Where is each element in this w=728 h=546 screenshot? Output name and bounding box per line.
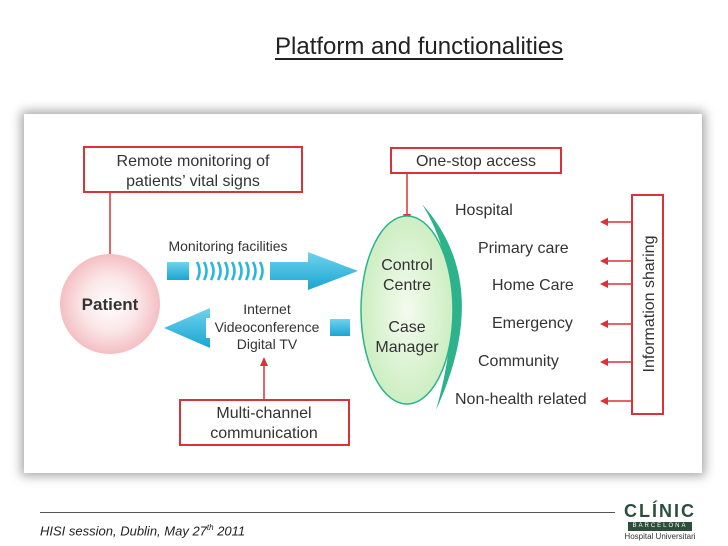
case-line2: Manager xyxy=(375,339,439,356)
control-ellipse xyxy=(360,215,454,405)
case-line1: Case xyxy=(388,319,425,336)
monitoring-arrow xyxy=(167,252,358,290)
internet-label: Internet xyxy=(243,301,291,317)
patient-label: Patient xyxy=(82,295,139,314)
control-line2: Centre xyxy=(383,277,431,294)
logo-name: CLÍNIC xyxy=(624,501,696,521)
info-sharing-label: Information sharing xyxy=(641,236,658,373)
service-non-health: Non-health related xyxy=(455,391,587,408)
multichannel-arrow xyxy=(164,308,350,348)
patient-circle xyxy=(60,254,160,354)
monitoring-facilities-label: Monitoring facilities xyxy=(168,238,287,254)
service-hospital: Hospital xyxy=(455,202,513,219)
service-emergency: Emergency xyxy=(492,315,573,332)
green-arc xyxy=(422,204,462,410)
remote-monitoring-line2: patients’ vital signs xyxy=(126,173,260,190)
control-line1: Control xyxy=(381,257,433,274)
multichannel-box xyxy=(179,399,350,446)
one-stop-box xyxy=(390,147,562,174)
digital-tv-label: Digital TV xyxy=(237,336,298,352)
multichannel-line2: communication xyxy=(210,425,318,442)
logo-sub: BARCELONA xyxy=(628,522,692,531)
footer-divider xyxy=(40,512,615,513)
remote-monitoring-line1: Remote monitoring of xyxy=(117,153,271,170)
one-stop-label: One-stop access xyxy=(416,153,536,170)
diagram-panel: Remote monitoring of patients’ vital sig… xyxy=(24,114,702,473)
multichannel-line1: Multi-channel xyxy=(216,405,311,422)
service-home-care: Home Care xyxy=(492,277,574,294)
remote-monitoring-box xyxy=(83,146,303,193)
clinic-logo: CLÍNIC BARCELONA Hospital Universitari xyxy=(622,502,698,542)
footer-text: HISI session, Dublin, May 27 xyxy=(40,523,207,539)
slide-footer: HISI session, Dublin, May 27th 2011 xyxy=(40,523,245,538)
service-primary-care: Primary care xyxy=(478,240,569,257)
footer-sup: th xyxy=(206,523,214,532)
info-sharing-box xyxy=(631,194,664,415)
logo-tag: Hospital Universitari xyxy=(624,532,696,541)
info-sharing-arrows xyxy=(600,218,632,405)
multichannel-arrowhead xyxy=(260,357,268,366)
footer-year: 2011 xyxy=(213,523,246,539)
slide-title: Platform and functionalities xyxy=(275,33,564,60)
service-community: Community xyxy=(478,353,559,370)
platform-diagram: Remote monitoring of patients’ vital sig… xyxy=(60,146,664,446)
videoconference-label: Videoconference xyxy=(215,319,320,335)
